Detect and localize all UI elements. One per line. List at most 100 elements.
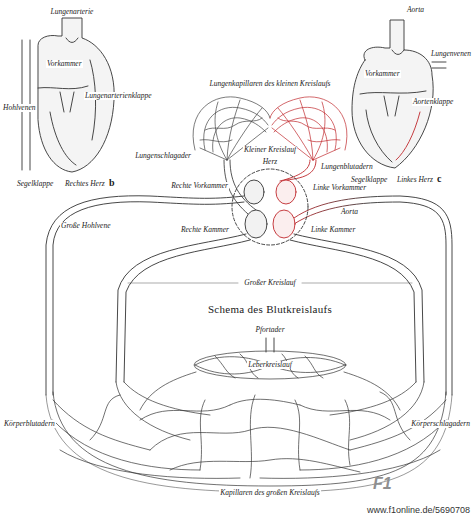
- part-label: Segelklappe: [350, 176, 388, 184]
- diagram-title: Schema des Blutkreislaufs: [207, 304, 333, 315]
- body-capillaries: [295, 400, 300, 470]
- part-label: Lungenkapillaren des kleinen Kreislaufs: [209, 80, 332, 88]
- right-heart-section: [50, 112, 76, 165]
- body-capillaries: [116, 382, 190, 440]
- lung-capillaries-left: [193, 97, 270, 150]
- left-heart-section: [396, 112, 420, 160]
- lung-capillaries-left: [227, 128, 268, 160]
- figure-caption: Linkes Herz: [396, 176, 434, 184]
- left-heart-section: [366, 110, 392, 162]
- part-label: Pfortader: [254, 326, 285, 334]
- part-label: Hohlvenen: [2, 104, 37, 112]
- lung-capillaries-right: [278, 118, 335, 130]
- liver-capillaries: [215, 356, 235, 378]
- lung-capillaries-right: [308, 140, 340, 142]
- left-heart-section: [360, 91, 426, 94]
- part-label: Aorta: [406, 6, 425, 14]
- aorta: [294, 202, 446, 395]
- region-label: Kleiner Kreislauf: [243, 146, 297, 154]
- systemic-arches: [116, 234, 424, 382]
- part-label: Linke Kammer: [310, 226, 356, 234]
- part-label: Rechte Vorkammer: [170, 182, 229, 190]
- part-label: Lungenvenen: [430, 50, 472, 58]
- body-capillaries: [90, 395, 120, 440]
- body-capillaries: [46, 382, 452, 492]
- portal-vein: [266, 338, 274, 352]
- part-label: Herz: [262, 158, 279, 166]
- body-capillaries: [150, 427, 350, 450]
- lung-capillaries-left: [200, 140, 232, 142]
- aorta: [294, 196, 452, 395]
- part-label: Lungenarterienklappe: [84, 92, 153, 100]
- body-capillaries: [170, 459, 360, 472]
- figure-letter: b: [108, 178, 116, 188]
- body-capillaries: [380, 392, 410, 440]
- body-capillaries: [140, 405, 230, 420]
- liver-capillaries: [344, 372, 400, 410]
- body-capillaries: [53, 400, 150, 450]
- region-label: Großer Kreislauf: [243, 279, 296, 287]
- vena-cava: [53, 202, 244, 395]
- part-label: Aorta: [340, 208, 359, 216]
- figure-letter: c: [436, 174, 442, 184]
- vena-cava: [46, 196, 244, 395]
- right-heart-section: [38, 86, 88, 89]
- body-capillaries: [60, 450, 240, 478]
- heart: [245, 210, 267, 238]
- heart: [232, 169, 308, 245]
- vena-cava: [46, 196, 244, 395]
- part-label: Linke Vorkammer: [312, 184, 367, 192]
- body-capillaries: [46, 395, 452, 492]
- part-label: Körperschlagadern: [410, 420, 471, 428]
- right-heart-section: [60, 92, 74, 112]
- right-heart-section: [90, 60, 96, 140]
- part-label: Große Hohlvene: [60, 222, 112, 230]
- body-capillaries: [53, 420, 200, 470]
- liver-capillaries: [194, 351, 346, 379]
- part-label: Körperblutadern: [3, 420, 56, 428]
- watermark: www.f1online.de/5690708: [366, 506, 471, 515]
- heart: [232, 169, 308, 245]
- body-capillaries: [330, 382, 416, 415]
- part-label: Kapillaren des großen Kreislaufs: [219, 489, 320, 497]
- liver-capillaries: [305, 356, 323, 378]
- region-label: Leberkreislauf: [247, 361, 292, 369]
- part-label: Vorkammer: [364, 70, 401, 78]
- pulmonary-vein: [286, 160, 316, 180]
- heart: [273, 210, 295, 238]
- liver-capillaries: [140, 372, 196, 410]
- body-capillaries: [53, 392, 446, 486]
- body-capillaries: [250, 395, 255, 478]
- left-heart-section: [392, 50, 404, 55]
- body-capillaries: [345, 400, 350, 465]
- body-capillaries: [124, 382, 210, 415]
- left-heart-section: [352, 20, 446, 168]
- part-label: Lungenschlagader: [134, 152, 192, 160]
- body-capillaries: [300, 420, 446, 470]
- lung-capillaries-left: [215, 102, 227, 160]
- body-capillaries: [230, 399, 300, 405]
- portal-vein: [266, 338, 274, 352]
- part-label: Segelklappe: [16, 180, 54, 188]
- part-label: Vorkammer: [46, 60, 83, 68]
- watermark-logo: F1: [372, 476, 393, 492]
- part-label: Aortenklappe: [412, 98, 454, 106]
- lung-capillaries-right: [313, 102, 325, 160]
- lung-capillaries-left: [205, 118, 262, 130]
- part-label: Rechte Kammer: [180, 226, 230, 234]
- left-heart-section: [432, 62, 446, 68]
- heart: [244, 180, 264, 204]
- liver-capillaries: [140, 351, 400, 410]
- lung-capillaries-right: [270, 97, 347, 150]
- part-label: Lungenarterie: [50, 8, 95, 16]
- liver-capillaries: [195, 357, 345, 374]
- heart: [276, 180, 296, 204]
- left-heart-section: [352, 20, 433, 168]
- aorta: [294, 196, 452, 395]
- body-capillaries: [300, 405, 390, 420]
- lung-capillaries-left: [200, 148, 227, 160]
- figure-caption: Rechtes Herz: [64, 180, 106, 188]
- part-label: Lungenblutadern: [320, 163, 374, 171]
